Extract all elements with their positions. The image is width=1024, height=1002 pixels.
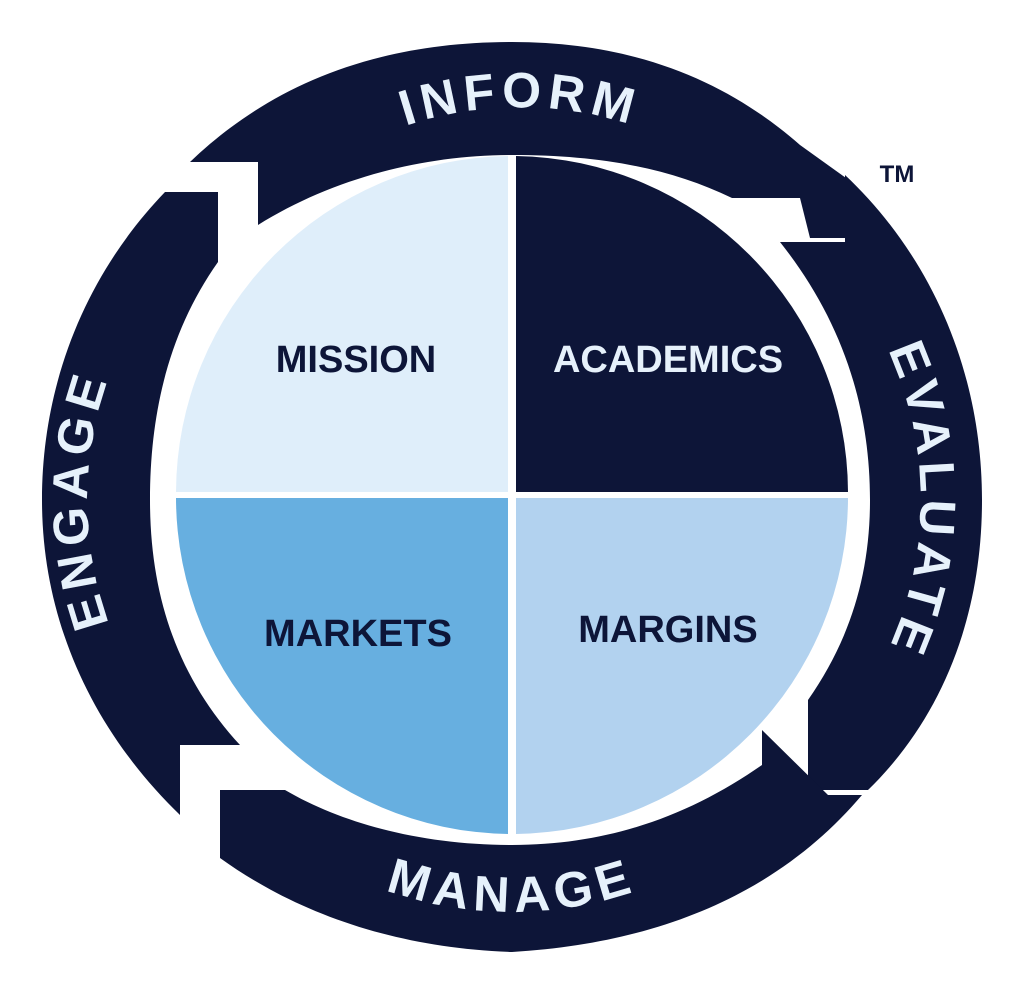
cycle-ring [42,42,982,952]
markets-label: MARKETS [264,613,452,655]
markets-quadrant [176,498,508,834]
evaluate-arrow [780,175,982,790]
quadrant-circle [176,156,848,834]
engage-arrow [42,192,240,815]
trademark-mark: TM [880,161,915,188]
inform-arrow [190,42,800,225]
margins-quadrant [516,498,848,834]
academics-quadrant [516,156,848,492]
inform-arrow-head [800,145,846,238]
manage-arrow [220,730,862,952]
academics-label: ACADEMICS [553,339,783,381]
mission-quadrant [176,156,508,492]
margins-label: MARGINS [578,609,757,651]
mission-label: MISSION [276,339,436,381]
